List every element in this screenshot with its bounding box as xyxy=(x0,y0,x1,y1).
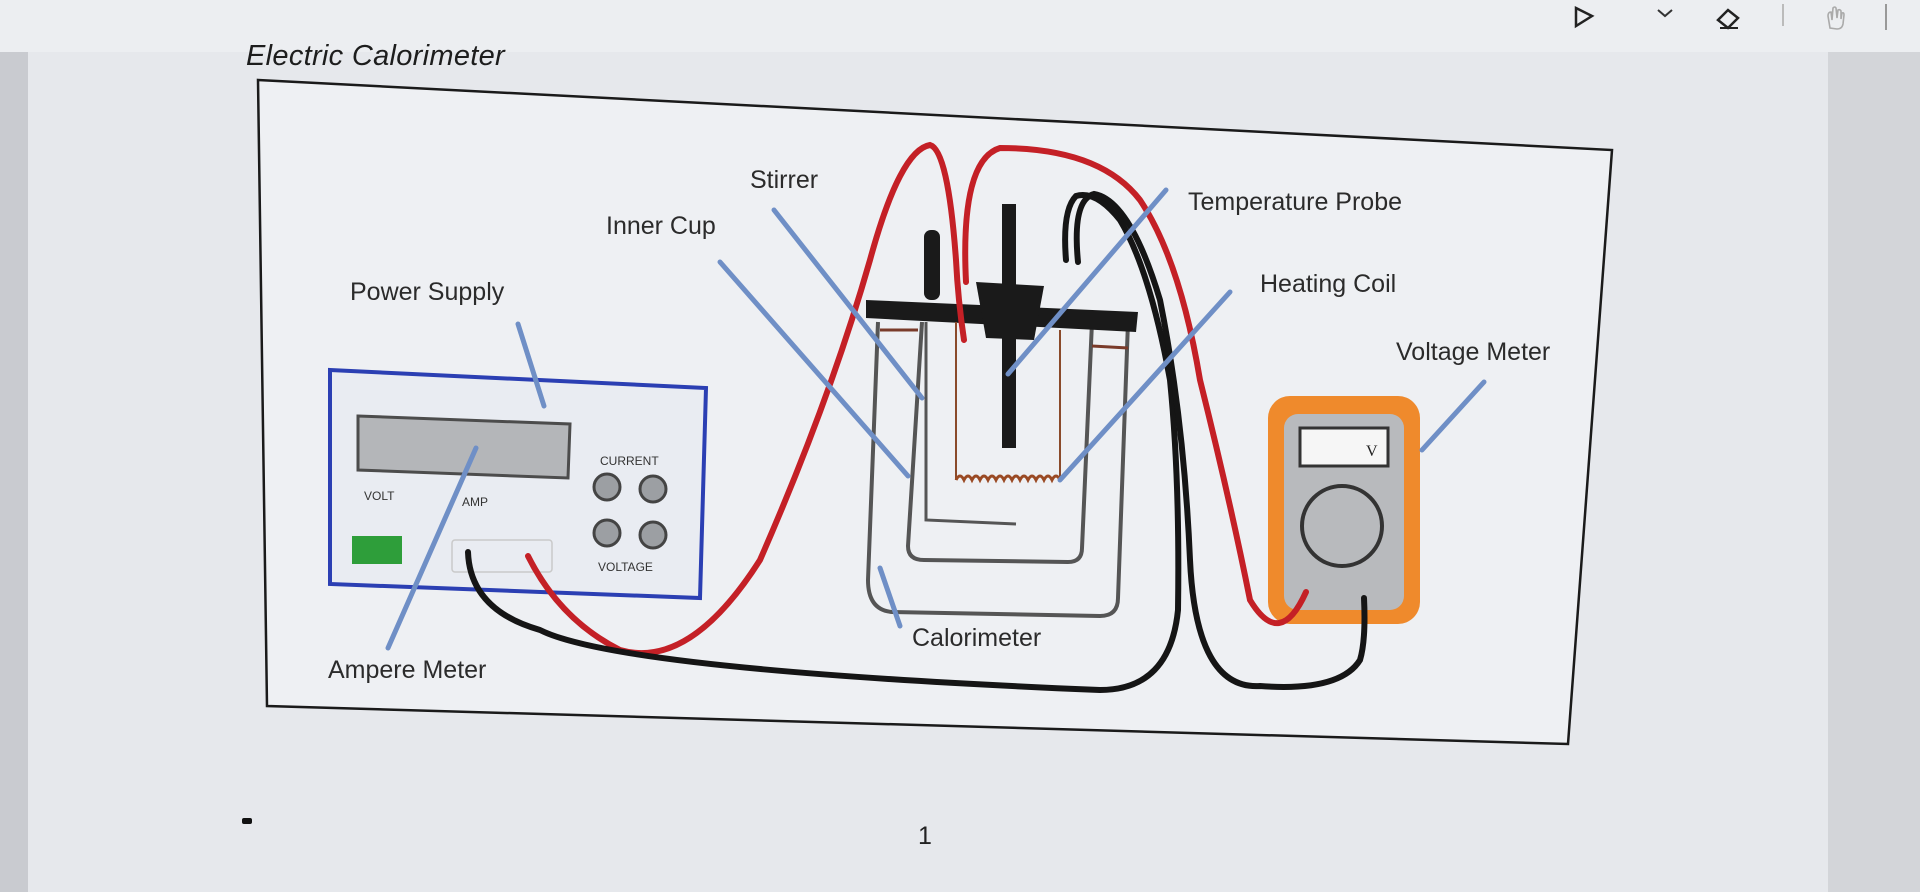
voltage-label: VOLTAGE xyxy=(598,560,653,574)
calorimeter-label: Calorimeter xyxy=(912,624,1041,652)
heating-coil xyxy=(954,474,1062,484)
stirrer-label: Stirrer xyxy=(750,166,818,194)
eraser-icon[interactable] xyxy=(1712,4,1746,32)
calorimeter xyxy=(865,204,1138,619)
power-supply-leader xyxy=(515,321,547,409)
temperature-probe-label: Temperature Probe xyxy=(1188,188,1402,216)
black-wire-meter xyxy=(1073,190,1368,690)
power-supply: VOLT AMP CURRENT VOLTAGE xyxy=(328,367,709,601)
temperature-probe-leader xyxy=(1005,187,1169,377)
ampere-meter-label: Ampere Meter xyxy=(328,656,486,684)
current-knob-2 xyxy=(638,474,668,504)
meter-dial xyxy=(1300,484,1384,568)
heating-coil-leader xyxy=(1057,289,1233,483)
meter-display xyxy=(1298,426,1390,468)
right-margin xyxy=(1828,52,1920,892)
voltage-knob-2 xyxy=(638,520,668,550)
power-supply-display xyxy=(356,414,572,480)
meter-display-unit: V xyxy=(1366,443,1378,460)
wires xyxy=(465,141,1368,694)
voltage-meter-label: Voltage Meter xyxy=(1396,338,1550,366)
amp-label: AMP xyxy=(462,495,488,509)
toolbar-divider xyxy=(1782,4,1784,26)
output-terminals xyxy=(451,539,553,573)
black-wire-supply xyxy=(465,192,1182,694)
chevron-down-icon[interactable] xyxy=(1648,4,1682,32)
pen-icon[interactable] xyxy=(1570,4,1604,32)
toolbar-divider xyxy=(1885,4,1887,30)
current-label: CURRENT xyxy=(600,454,659,468)
label-lines xyxy=(385,187,1487,651)
cursor-marker xyxy=(242,818,252,824)
page-number: 1 xyxy=(918,822,932,850)
toolbar xyxy=(0,0,1920,52)
current-knob-1 xyxy=(592,472,622,502)
inner-cup-leader xyxy=(717,259,911,479)
voltage-meter-leader xyxy=(1419,379,1487,453)
indicator-light xyxy=(352,536,402,564)
outer-cup xyxy=(865,321,1130,619)
heating-coil-label: Heating Coil xyxy=(1260,270,1396,298)
red-wire-meter xyxy=(962,144,1309,627)
calorimeter-leader xyxy=(877,565,903,629)
voltage-knob-1 xyxy=(592,518,622,548)
voltage-meter: V xyxy=(1268,396,1420,624)
stirrer-collar xyxy=(976,282,1044,340)
lid-seal-right xyxy=(1091,344,1129,350)
volt-label: VOLT xyxy=(364,489,395,503)
ampere-meter-leader xyxy=(385,445,479,651)
stirrer-leader xyxy=(771,207,925,401)
document-title: Electric Calorimeter xyxy=(246,40,505,72)
inner-cup-label: Inner Cup xyxy=(606,212,716,240)
power-supply-label: Power Supply xyxy=(350,278,505,306)
inner-cup xyxy=(905,321,1094,565)
thermometer-top xyxy=(924,230,940,300)
inner-wall xyxy=(924,322,1017,526)
touch-hand-icon[interactable] xyxy=(1818,4,1852,32)
